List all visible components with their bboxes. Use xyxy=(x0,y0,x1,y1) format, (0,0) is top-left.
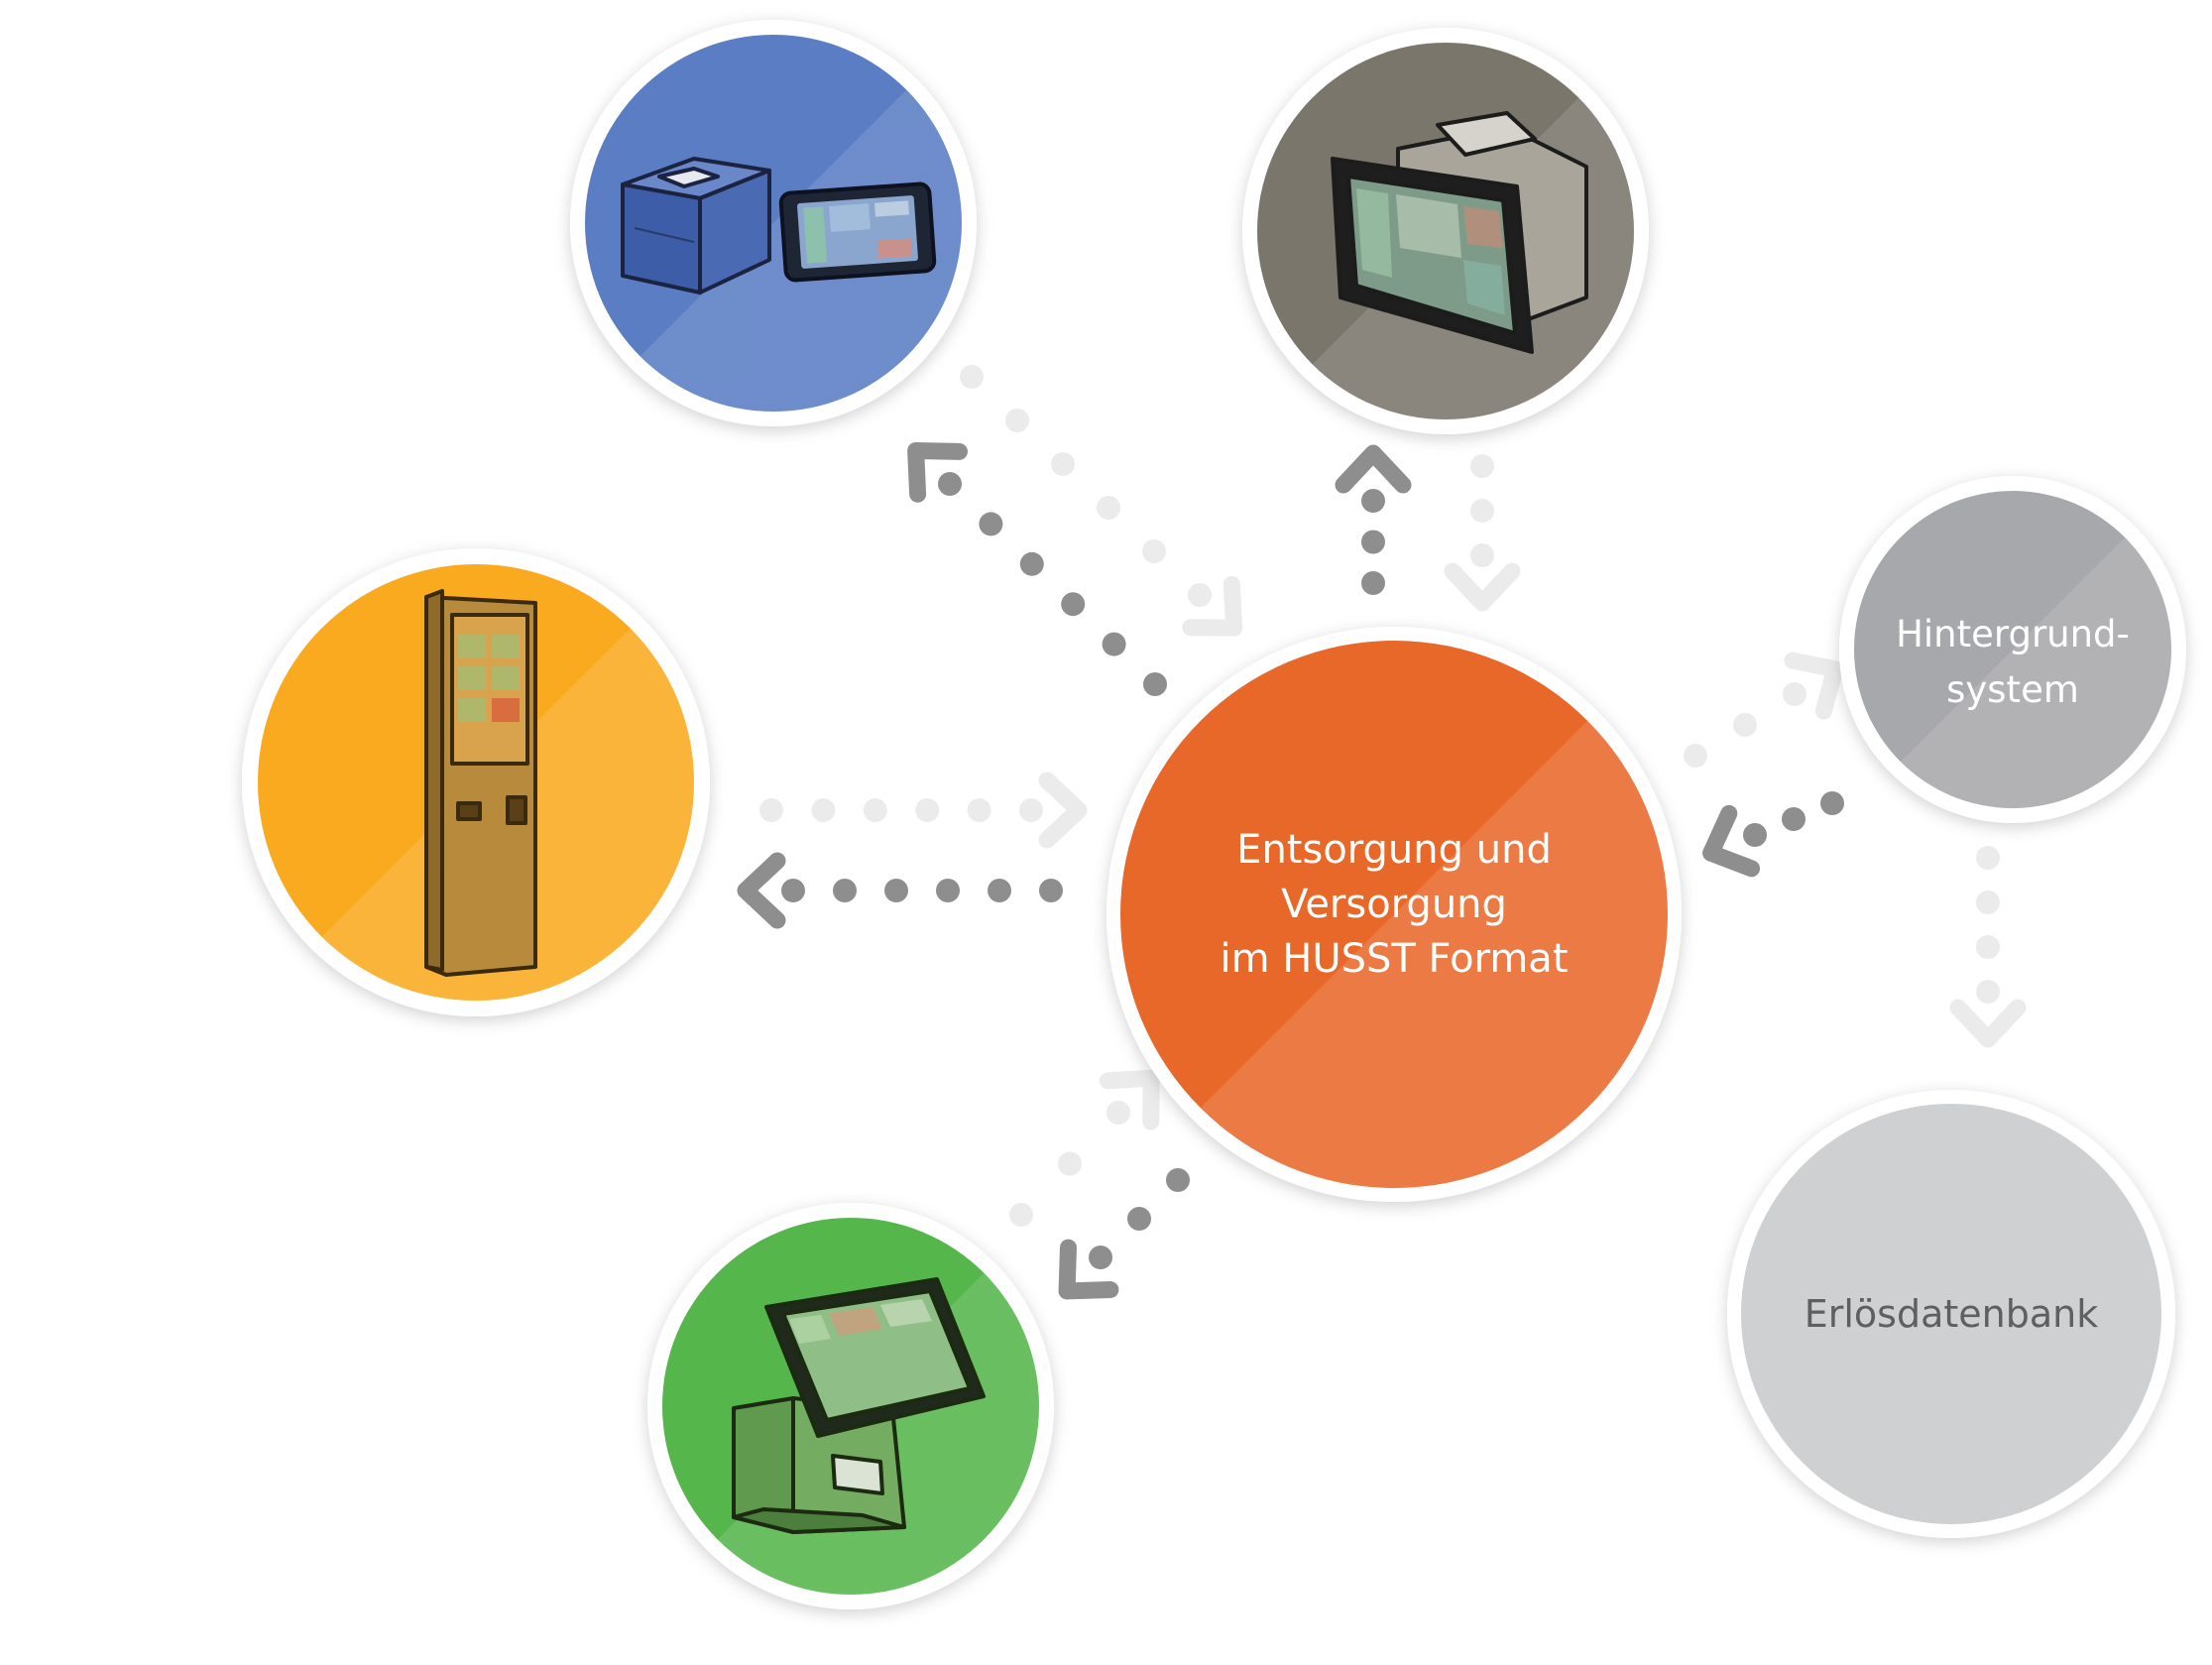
connector-green-to-center-dot xyxy=(1058,1151,1082,1176)
center-label-line-2: Versorgung xyxy=(1281,882,1507,927)
connector-blue-to-center-arrowhead xyxy=(1182,575,1243,637)
mobile-terminal-icon xyxy=(1331,111,1588,354)
connector-center-to-blue-dot xyxy=(1019,551,1044,576)
connector-backend-to-database-dot xyxy=(1976,935,2000,959)
connector-blue-to-center-dot xyxy=(960,365,984,389)
node-ticket-vending-machine xyxy=(242,548,710,1016)
node-center: Entsorgung und Versorgung im HUSST Forma… xyxy=(1106,627,1682,1202)
connector-center-to-taupe-dot xyxy=(1361,489,1385,513)
connector-center-to-yellow-dot xyxy=(781,879,805,902)
connector-center-to-blue-dot xyxy=(1102,632,1126,656)
backend-label-line-1: Hintergrund- xyxy=(1896,613,2130,655)
connector-blue-to-center-dot xyxy=(1005,409,1029,432)
connector-center-to-backend-dot xyxy=(1684,744,1707,768)
connector-center-to-green-dot xyxy=(1089,1246,1112,1269)
connector-taupe-to-center-dot xyxy=(1470,543,1494,567)
connector-yellow-to-center-dot xyxy=(863,798,887,822)
connector-backend-to-center-dot xyxy=(1782,807,1805,831)
center-label-line-3: im HUSST Format xyxy=(1220,936,1568,982)
connector-backend-to-center-dot xyxy=(1743,823,1767,847)
connector-center-to-backend-dot xyxy=(1733,713,1757,737)
connector-center-to-green-dot xyxy=(1166,1168,1190,1192)
node-receipt-printer-tablet xyxy=(570,20,977,426)
node-backend-system: Hintergrund- system xyxy=(1839,476,2186,823)
node-revenue-database: Erlösdatenbank xyxy=(1727,1090,2175,1538)
connector-green-to-center-arrowhead xyxy=(1099,1069,1160,1130)
connector-backend-to-database-arrowhead xyxy=(1949,999,2027,1048)
connector-green-to-center-dot xyxy=(1106,1101,1130,1125)
connector-taupe-to-center-dot xyxy=(1470,499,1494,523)
node-counter-pos-terminal xyxy=(647,1203,1054,1609)
connector-center-to-green-dot xyxy=(1127,1207,1151,1231)
node-shine xyxy=(585,35,962,412)
connector-blue-to-center-dot xyxy=(1097,496,1120,520)
center-label-line-1: Entsorgung und xyxy=(1236,827,1552,873)
connector-center-to-blue-dot xyxy=(1061,592,1086,617)
database-label: Erlösdatenbank xyxy=(1805,1292,2099,1336)
connector-green-to-center-dot xyxy=(1009,1203,1033,1227)
connector-yellow-to-center-dot xyxy=(915,798,940,822)
connector-yellow-to-center-dot xyxy=(811,798,836,822)
node-mobile-ticket-terminal xyxy=(1242,28,1649,434)
connector-center-to-taupe-arrowhead xyxy=(1335,444,1412,494)
connector-taupe-to-center-dot xyxy=(1470,454,1494,478)
connector-center-to-yellow-dot xyxy=(936,879,960,902)
connector-center-to-blue-dot xyxy=(938,472,962,496)
connector-backend-to-center-dot xyxy=(1820,791,1844,815)
connector-center-to-blue-dot xyxy=(1143,672,1167,696)
backend-label-line-2: system xyxy=(1946,668,2079,711)
connector-center-to-yellow-arrowhead xyxy=(737,852,786,929)
database-fill xyxy=(1741,1104,2161,1524)
connector-center-to-taupe-dot xyxy=(1361,571,1385,595)
connector-center-to-backend-dot xyxy=(1783,682,1806,706)
center-shine xyxy=(1120,641,1668,1188)
pos-terminal-icon xyxy=(732,1277,986,1534)
connector-backend-to-database-dot xyxy=(1976,891,2000,914)
connector-center-to-backend-arrowhead xyxy=(1784,652,1844,720)
connector-blue-to-center-dot xyxy=(1051,452,1075,476)
connector-center-to-taupe-dot xyxy=(1361,530,1385,554)
connector-center-to-yellow-dot xyxy=(1039,879,1063,902)
connector-yellow-to-center-arrowhead xyxy=(1038,772,1088,849)
tablet-icon xyxy=(778,181,937,283)
connector-backend-to-database-dot xyxy=(1976,846,2000,870)
vending-machine-icon xyxy=(424,589,537,977)
connector-blue-to-center-dot xyxy=(1142,539,1166,563)
connector-center-to-yellow-dot xyxy=(884,879,908,902)
backend-shine xyxy=(1854,491,2171,808)
connector-center-to-blue-dot xyxy=(979,512,1003,536)
connector-taupe-to-center-arrowhead xyxy=(1444,562,1521,612)
connector-backend-to-center-arrowhead xyxy=(1702,804,1761,878)
connector-yellow-to-center-dot xyxy=(759,798,783,822)
receipt-printer-icon xyxy=(621,157,771,295)
connector-center-to-blue-arrowhead xyxy=(907,441,969,503)
connector-backend-to-database-dot xyxy=(1976,980,2000,1004)
connector-layer xyxy=(737,365,2027,1300)
connector-blue-to-center-dot xyxy=(1188,583,1212,607)
connector-center-to-yellow-dot xyxy=(988,879,1011,902)
connector-center-to-yellow-dot xyxy=(833,879,857,902)
connector-yellow-to-center-dot xyxy=(1019,798,1043,822)
connector-yellow-to-center-dot xyxy=(967,798,991,822)
connector-center-to-green-arrowhead xyxy=(1058,1239,1119,1300)
